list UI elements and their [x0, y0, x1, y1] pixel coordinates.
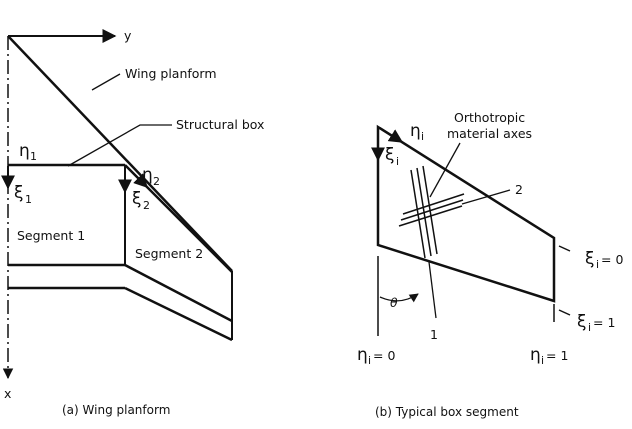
svg-text:1: 1: [30, 150, 37, 163]
svg-text:2: 2: [143, 199, 150, 212]
svg-text:i: i: [421, 130, 424, 143]
axis-1-leader: [428, 261, 437, 319]
panel-wing-planform: y x Wing planform Structural box η 1: [1, 28, 264, 417]
svg-text:= 0: = 0: [373, 348, 395, 363]
xi-eq-1-label: ξ i = 1: [577, 312, 615, 334]
eta2-arrow: [126, 166, 148, 188]
svg-text:i: i: [541, 354, 544, 367]
svg-text:η: η: [530, 345, 541, 365]
eta-eq-0-label: η i = 0: [357, 345, 395, 367]
panel-typical-box-segment: η i ξ i Orthotropic material axes 2 1: [357, 110, 623, 419]
wing-planform-edge: [7, 35, 233, 272]
svg-text:η: η: [410, 121, 421, 141]
axis-1-label: 1: [430, 327, 438, 342]
svg-text:η: η: [357, 345, 368, 365]
svg-text:ξ: ξ: [14, 183, 23, 203]
axis-2-label: 2: [515, 182, 523, 197]
eta-eq-1-label: η i = 1: [530, 345, 568, 367]
svg-text:ξ: ξ: [132, 189, 141, 209]
svg-text:1: 1: [25, 193, 32, 206]
eta-i-symbol: η i: [410, 121, 424, 143]
theta-label: θ: [390, 295, 398, 310]
xi-eq-0-label: ξ i = 0: [585, 249, 623, 271]
theta-arc: [379, 293, 419, 303]
svg-text:η: η: [19, 141, 30, 161]
xi2-symbol: ξ 2: [132, 189, 150, 212]
svg-text:2: 2: [153, 175, 160, 188]
caption-b: (b) Typical box segment: [375, 405, 519, 419]
svg-text:i: i: [368, 354, 371, 367]
orthotropic-label-line1: Orthotropic: [454, 110, 525, 125]
eta-i-arrow: [379, 127, 404, 143]
box-bottom-edge-seg2: [124, 263, 233, 323]
wing-planform-label: Wing planform: [125, 66, 217, 81]
svg-text:i: i: [588, 321, 591, 334]
eta1-symbol: η 1: [19, 141, 37, 163]
caption-a: (a) Wing planform: [62, 403, 170, 417]
svg-text:= 0: = 0: [601, 252, 623, 267]
xi-i-symbol: ξ i: [385, 145, 399, 168]
svg-text:ξ: ξ: [577, 312, 586, 332]
svg-text:i: i: [396, 155, 399, 168]
xi1-symbol: ξ 1: [14, 183, 32, 206]
xi-1-tick: [558, 309, 571, 316]
orthotropic-leader: [429, 142, 461, 198]
structural-box-label: Structural box: [176, 117, 264, 132]
svg-text:= 1: = 1: [546, 348, 568, 363]
axis-2-leader: [461, 189, 511, 205]
orthotropic-label-line2: material axes: [447, 126, 532, 141]
orthotropic-axes-hatch: [398, 165, 465, 259]
svg-text:ξ: ξ: [385, 145, 394, 165]
eta2-symbol: η 2: [142, 165, 160, 188]
x-axis-label: x: [4, 386, 11, 401]
structural-box-leader: [67, 124, 172, 167]
segment-1-label: Segment 1: [17, 228, 85, 243]
wing-trailing-edge-seg2: [124, 286, 233, 342]
y-axis-label: y: [124, 28, 132, 43]
svg-text:i: i: [596, 258, 599, 271]
box-segment-outline: [376, 124, 556, 303]
segment-2-label: Segment 2: [135, 246, 203, 261]
svg-text:η: η: [142, 165, 153, 185]
svg-text:ξ: ξ: [585, 249, 594, 269]
svg-text:= 1: = 1: [593, 315, 615, 330]
xi-0-tick: [558, 245, 571, 252]
wing-planform-leader: [91, 73, 121, 91]
